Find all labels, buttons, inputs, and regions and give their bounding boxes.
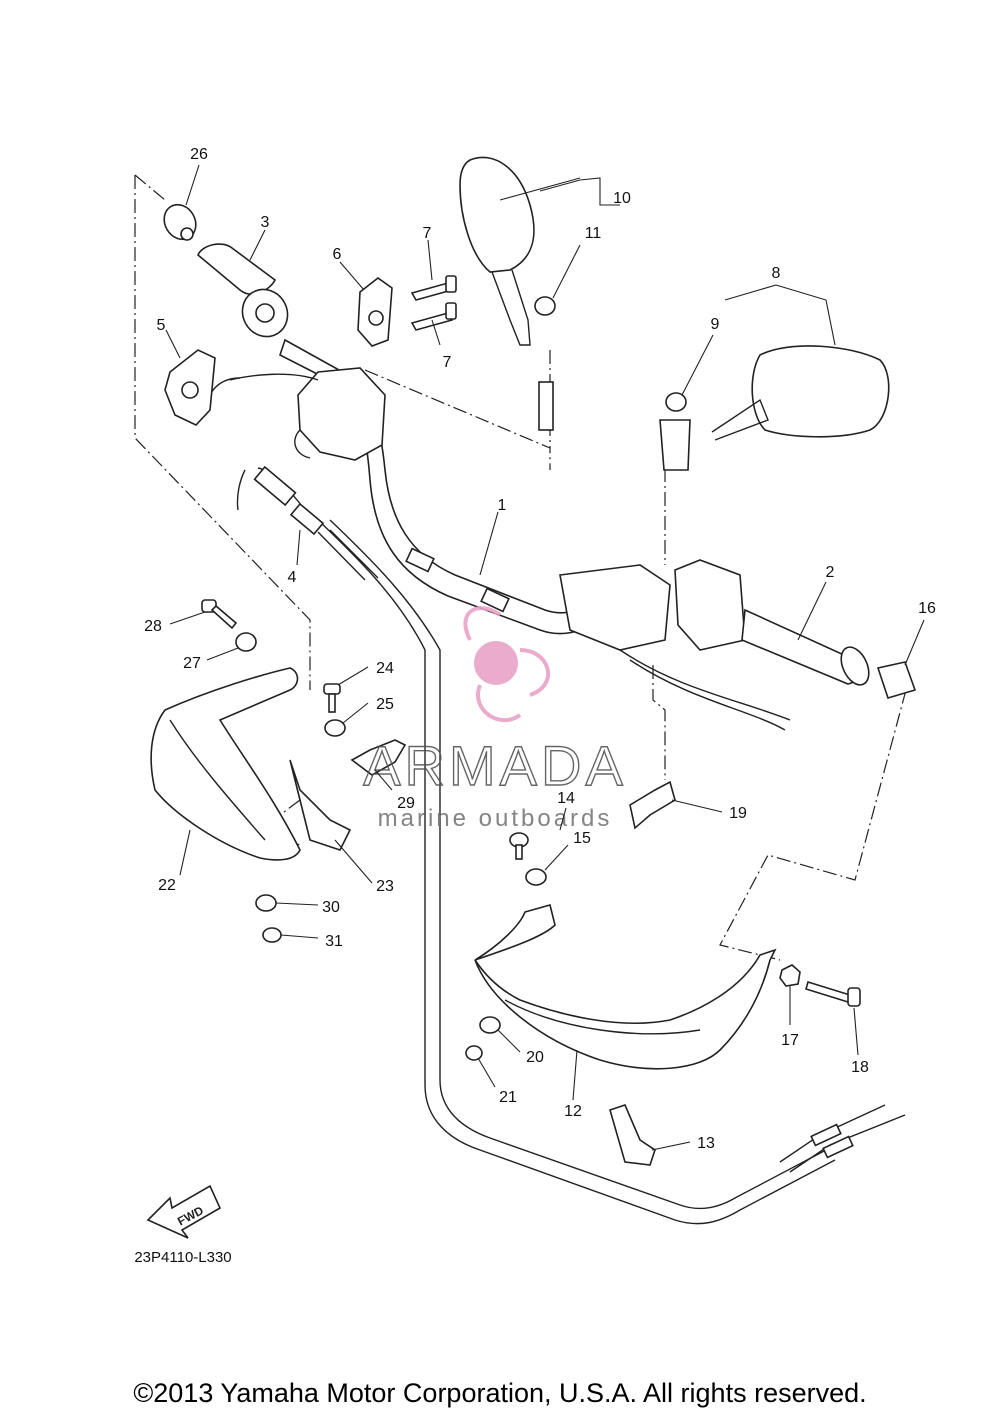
screw-14 xyxy=(509,832,529,860)
callout-24: 24 xyxy=(376,660,394,677)
watermark: ARMADA marine outboards xyxy=(363,606,627,832)
callout-13: 13 xyxy=(697,1135,715,1152)
collar-30 xyxy=(255,894,277,912)
cap-11 xyxy=(534,296,556,316)
callout-27: 27 xyxy=(183,655,201,672)
callout-12: 12 xyxy=(564,1103,582,1120)
cable-guide-5 xyxy=(164,349,216,426)
left-switch-housing xyxy=(209,367,386,461)
watermark-tagline: marine outboards xyxy=(378,805,613,832)
screw-21 xyxy=(465,1045,483,1061)
callout-18: 18 xyxy=(851,1059,869,1076)
callout-14: 14 xyxy=(557,790,575,807)
cable-ends xyxy=(779,1104,906,1173)
callout-20: 20 xyxy=(526,1049,544,1066)
callouts: 1 2 3 4 5 6 7 7 8 9 10 11 12 13 14 15 16… xyxy=(144,146,936,1152)
bolt-18 xyxy=(805,980,861,1007)
nut-17 xyxy=(779,964,801,987)
callout-9: 9 xyxy=(711,316,720,333)
bracket-19 xyxy=(629,780,676,830)
callout-17: 17 xyxy=(781,1032,799,1049)
callout-2: 2 xyxy=(826,564,835,581)
throttle-cable-routing xyxy=(317,519,846,1225)
grip-2 xyxy=(741,608,870,686)
callout-4: 4 xyxy=(288,569,297,586)
mirror-left-10 xyxy=(459,156,554,431)
copyright-notice: ©2013 Yamaha Motor Corporation, U.S.A. A… xyxy=(133,1378,867,1408)
callout-5: 5 xyxy=(157,317,166,334)
grommet-27 xyxy=(235,632,257,652)
bracket-23 xyxy=(289,759,352,851)
callout-26: 26 xyxy=(190,146,208,163)
cable-assy-4 xyxy=(236,465,379,581)
screw-31 xyxy=(262,927,282,943)
collar-15 xyxy=(525,868,547,886)
callout-30: 30 xyxy=(322,899,340,916)
bolt-24 xyxy=(323,683,341,713)
bolts-7 xyxy=(410,275,457,331)
callout-21: 21 xyxy=(499,1089,517,1106)
fwd-arrow-icon: FWD xyxy=(146,1184,222,1239)
throttle-grip xyxy=(197,243,289,338)
callout-8: 8 xyxy=(772,265,781,282)
knuckle-guard-12 xyxy=(474,904,777,1070)
callout-23: 23 xyxy=(376,878,394,895)
grip-end-cap-16 xyxy=(876,661,917,699)
collar-20 xyxy=(479,1016,501,1034)
callout-19: 19 xyxy=(729,805,747,822)
collar-25 xyxy=(324,719,346,737)
watermark-brand: ARMADA xyxy=(363,734,627,797)
bracket-13 xyxy=(609,1104,656,1166)
callout-7-upper: 7 xyxy=(423,225,432,242)
headlight-cowl-22 xyxy=(150,667,301,861)
callout-10: 10 xyxy=(613,190,631,207)
callout-29: 29 xyxy=(397,795,415,812)
callout-3: 3 xyxy=(261,214,270,231)
callout-28: 28 xyxy=(144,618,162,635)
callout-11: 11 xyxy=(585,225,602,242)
leader-lines xyxy=(165,164,925,1151)
callout-15: 15 xyxy=(573,830,591,847)
callout-7-lower: 7 xyxy=(443,354,452,371)
bolt-28 xyxy=(201,599,238,630)
diagram-code: 23P4110-L330 xyxy=(134,1249,231,1266)
callout-31: 31 xyxy=(325,933,343,950)
callout-16: 16 xyxy=(918,600,936,617)
callout-1: 1 xyxy=(498,497,507,514)
grip-end-cap-26 xyxy=(163,203,197,241)
cap-9 xyxy=(665,392,687,412)
mirror-right-8 xyxy=(659,345,890,471)
holder-6 xyxy=(357,277,393,347)
callout-6: 6 xyxy=(333,246,342,263)
callout-22: 22 xyxy=(158,877,176,894)
callout-25: 25 xyxy=(376,696,394,713)
right-switch-and-lever xyxy=(559,559,791,731)
clamp-29 xyxy=(350,739,407,776)
